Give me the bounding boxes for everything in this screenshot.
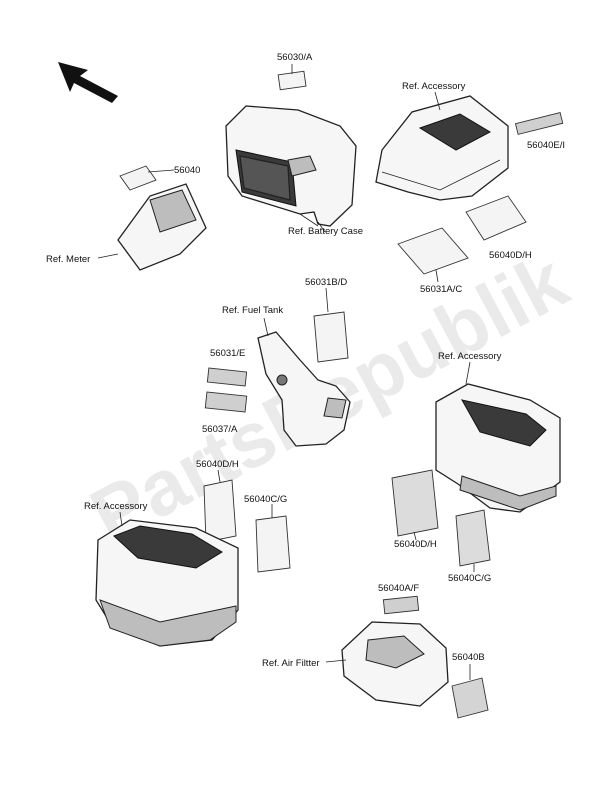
air-filter-part [341,621,449,707]
label-text-56037a: 56037/A [202,424,238,435]
label-text-56040ei: 56040E/I [527,140,565,151]
label-text-56031ac: 56031A/C [420,284,462,295]
label-text-56040dh-left: 56040D/H [196,459,239,470]
label-56031bd [313,311,349,363]
label-56040ei [514,112,564,135]
label-56031ac [397,227,469,275]
front-direction-arrow-icon [58,62,118,103]
ref-accessory-top-text: Ref. Accessory [402,81,466,92]
label-56040dh-mid [391,469,439,537]
ref-air-filter-text: Ref. Air Filtter [262,658,320,669]
fuel-tank-part [257,331,351,447]
ref-battery-case-text: Ref. Battery Case [288,226,363,237]
label-text-56030a: 56030/A [277,52,313,63]
ref-accessory-left-text: Ref. Accessory [84,501,148,512]
label-56040cg-left [255,515,291,573]
label-56040 [119,165,157,191]
label-56037a [204,391,248,413]
label-56040b [451,677,489,719]
label-text-56040: 56040 [174,165,200,176]
label-text-56031e: 56031/E [210,348,245,359]
accessory-case-right-part [435,383,561,513]
label-text-56040cg-left: 56040C/G [244,494,287,505]
battery-case-part [225,105,357,227]
accessory-case-top-part [375,95,509,201]
label-text-56040dh-right: 56040D/H [489,250,532,261]
ref-fuel-tank-text: Ref. Fuel Tank [222,305,283,316]
label-56040dh-right [465,195,527,241]
label-text-56040cg-right: 56040C/G [448,573,491,584]
label-text-56040b: 56040B [452,652,485,663]
label-56040cg-right [455,509,491,567]
label-text-56031bd: 56031B/D [305,277,347,288]
ref-accessory-right-text: Ref. Accessory [438,351,502,362]
accessory-case-left-part [95,519,239,647]
label-56040af [382,595,420,615]
label-56040dh-left [203,479,237,543]
ref-meter-text: Ref. Meter [46,254,90,265]
label-text-56040dh-mid: 56040D/H [394,539,437,550]
meter-part [117,183,207,271]
label-56031e [206,367,248,387]
label-text-56040af: 56040A/F [378,583,419,594]
label-56030a [277,70,307,91]
